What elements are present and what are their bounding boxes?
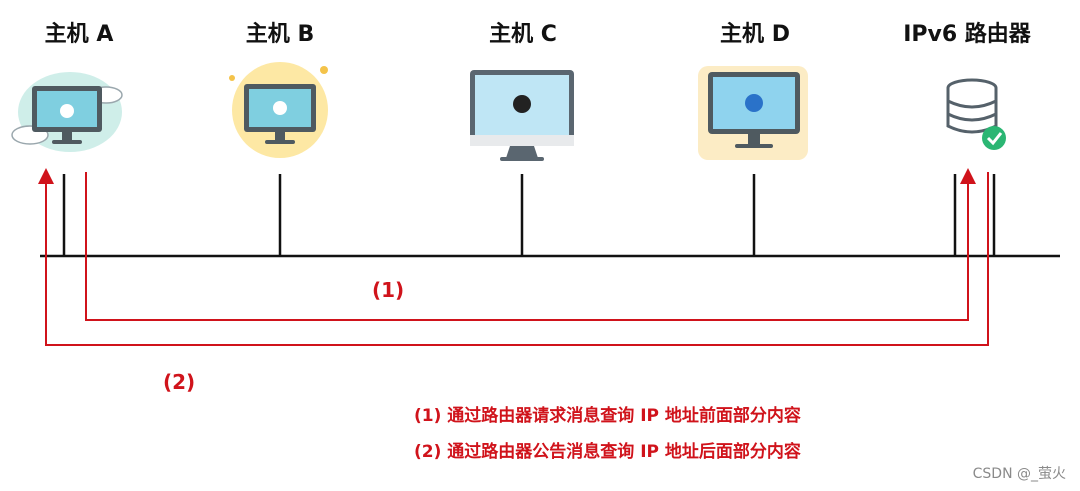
host-d-title: 主机 D xyxy=(720,22,790,47)
flow-1-label: (1) xyxy=(372,278,405,302)
router-title: IPv6 路由器 xyxy=(903,22,1031,47)
monitor-bubbles-icon xyxy=(698,66,808,160)
watermark: CSDN @_萤火 xyxy=(972,466,1066,482)
imac-icon xyxy=(470,70,574,161)
flow-2-label: (2) xyxy=(163,370,196,394)
flow-1-arrow xyxy=(85,168,976,321)
legend-item-2: (2) 通过路由器公告消息查询 IP 地址后面部分内容 xyxy=(414,442,801,462)
host-b-title: 主机 B xyxy=(245,22,315,47)
host-c-title: 主机 C xyxy=(489,22,557,47)
legend-item-1: (1) 通过路由器请求消息查询 IP 地址前面部分内容 xyxy=(414,406,801,426)
monitor-sun-icon xyxy=(229,62,328,158)
flow-2-arrow xyxy=(38,168,989,346)
server-check-icon xyxy=(946,78,1006,150)
host-a-title: 主机 A xyxy=(44,22,114,47)
monitor-cloud-icon xyxy=(11,72,123,152)
